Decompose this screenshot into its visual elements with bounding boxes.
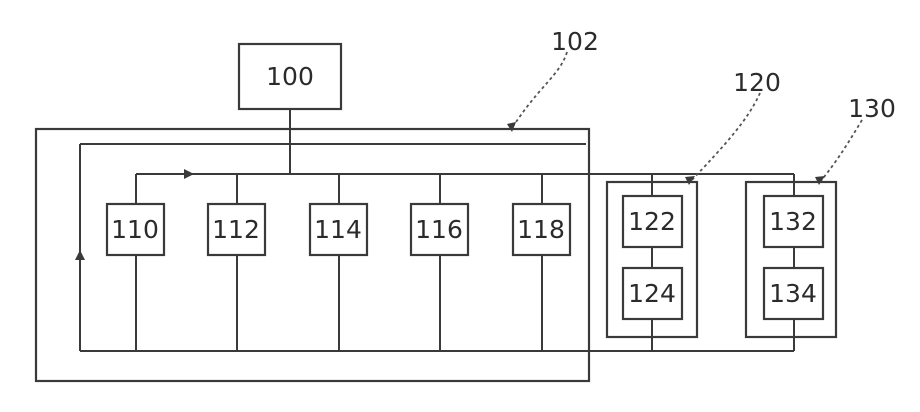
module-label: 112 (212, 215, 260, 244)
flow-arrow-right (184, 169, 194, 179)
module-110: 110 (107, 204, 164, 255)
unit-label: 122 (628, 207, 676, 236)
leader-arrow-120 (685, 176, 695, 185)
unit-label: 134 (769, 279, 817, 308)
ref-label-130: 130 (848, 94, 896, 123)
unit-122: 122 (623, 196, 682, 247)
flow-arrow-up (75, 250, 85, 260)
module-118: 118 (513, 204, 570, 255)
module-label: 116 (415, 215, 463, 244)
module-114: 114 (310, 204, 367, 255)
controller-label: 100 (266, 62, 314, 91)
leader-arrow-130 (815, 176, 825, 185)
module-label: 114 (314, 215, 362, 244)
leader-102 (512, 52, 567, 128)
module-112: 112 (208, 204, 265, 255)
leader-130 (820, 120, 862, 182)
module-label: 110 (111, 215, 159, 244)
unit-label: 132 (769, 207, 817, 236)
unit-124: 124 (623, 268, 682, 319)
unit-132: 132 (764, 196, 823, 247)
unit-label: 124 (628, 279, 676, 308)
leader-120 (690, 93, 760, 182)
module-label: 118 (517, 215, 565, 244)
leader-arrow-102 (507, 122, 516, 132)
module-116: 116 (411, 204, 468, 255)
ref-label-120: 120 (733, 68, 781, 97)
ref-label-102: 102 (551, 27, 599, 56)
controller-block: 100 (239, 44, 341, 109)
unit-134: 134 (764, 268, 823, 319)
